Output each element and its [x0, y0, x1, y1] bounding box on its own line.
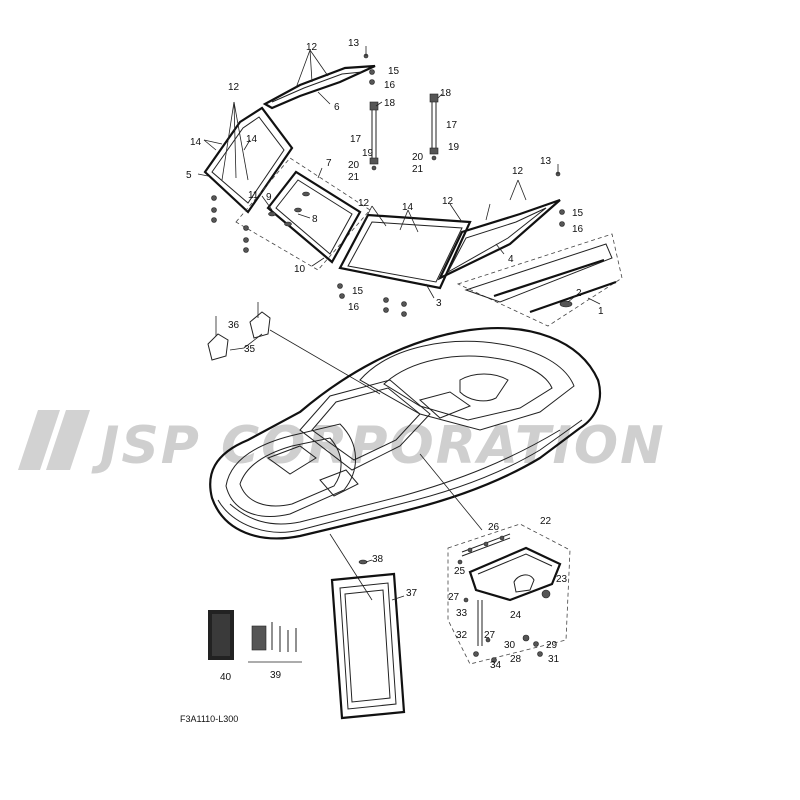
callout-26: 26 — [488, 522, 500, 533]
callout-15-a: 15 — [388, 66, 400, 77]
callout-12-d: 12 — [442, 196, 454, 207]
callout-18-b: 18 — [440, 88, 452, 99]
callout-25: 25 — [454, 566, 466, 577]
callout-9: 9 — [266, 192, 272, 203]
bracket-parts — [207, 302, 381, 395]
callout-27-a: 27 — [448, 592, 460, 603]
callout-38: 38 — [372, 554, 384, 565]
callout-16-a: 16 — [384, 80, 396, 91]
hatch-seal — [330, 559, 406, 720]
callout-30: 30 — [504, 640, 516, 651]
callout-15-b: 15 — [572, 208, 584, 219]
trim-strip-group — [456, 233, 623, 327]
windshield-left-panel — [203, 106, 294, 214]
callout-32: 32 — [456, 630, 468, 641]
watermark-text: JSP CORPORATION — [91, 416, 666, 476]
callout-17-b: 17 — [446, 120, 458, 131]
callout-19-b: 19 — [448, 142, 460, 153]
callout-14-a: 14 — [190, 137, 202, 148]
drawing-code: F3A1110-L300 — [180, 714, 238, 724]
callout-36: 36 — [228, 320, 240, 331]
callout-21-a: 21 — [348, 172, 360, 183]
callout-28: 28 — [510, 654, 522, 665]
callout-14-b: 14 — [246, 134, 258, 145]
watermark: JSP CORPORATION — [18, 410, 666, 476]
callout-3: 3 — [436, 298, 442, 309]
callout-10: 10 — [294, 264, 306, 275]
callout-39: 39 — [270, 670, 282, 681]
windshield-top-strip — [262, 46, 376, 110]
mat-part — [208, 610, 234, 660]
callout-12-c: 12 — [358, 198, 370, 209]
glove-box-group — [447, 523, 571, 665]
strut-right — [429, 93, 443, 161]
callout-8: 8 — [312, 214, 318, 225]
callout-17-a: 17 — [350, 134, 362, 145]
callout-6: 6 — [334, 102, 340, 113]
windshield-right-panel — [437, 164, 565, 281]
boat-hull — [209, 327, 602, 601]
callout-37: 37 — [406, 588, 418, 599]
callout-22: 22 — [540, 516, 552, 527]
callout-23: 23 — [556, 574, 568, 585]
callout-14-c: 14 — [402, 202, 414, 213]
callout-35: 35 — [244, 344, 256, 355]
callout-4: 4 — [508, 254, 514, 265]
hardware-left — [197, 101, 251, 253]
tool-kit — [248, 622, 302, 663]
callout-11: 11 — [248, 190, 259, 201]
callout-19-a: 19 — [362, 148, 374, 159]
callout-5: 5 — [186, 170, 192, 181]
callout-33: 33 — [456, 608, 468, 619]
callout-12-a: 12 — [306, 42, 318, 53]
callout-15-c: 15 — [352, 286, 364, 297]
callout-27-b: 27 — [484, 630, 496, 641]
callout-40: 40 — [220, 672, 232, 683]
strut-left — [369, 101, 383, 171]
center-panel-group — [235, 157, 371, 271]
callout-7: 7 — [326, 158, 332, 169]
callout-18-a: 18 — [384, 98, 396, 109]
callout-31: 31 — [548, 654, 560, 665]
callout-16-b: 16 — [572, 224, 584, 235]
callout-20-b: 20 — [412, 152, 424, 163]
callout-21-b: 21 — [412, 164, 424, 175]
callout-16-c: 16 — [348, 302, 360, 313]
callout-29: 29 — [546, 640, 558, 651]
callout-12-e: 12 — [512, 166, 524, 177]
callout-13-a: 13 — [348, 38, 360, 49]
callout-1: 1 — [598, 306, 604, 317]
windshield-front-panel — [337, 205, 472, 317]
callout-labels: 1 2 3 4 5 6 7 8 9 10 11 12 12 12 12 12 1… — [186, 38, 604, 683]
callout-2: 2 — [576, 288, 582, 299]
callout-34: 34 — [490, 660, 502, 671]
watermark-logo-mark — [18, 410, 90, 470]
callout-20-a: 20 — [348, 160, 360, 171]
callout-13-b: 13 — [540, 156, 552, 167]
callout-24: 24 — [510, 610, 522, 621]
callout-12-b: 12 — [228, 82, 240, 93]
